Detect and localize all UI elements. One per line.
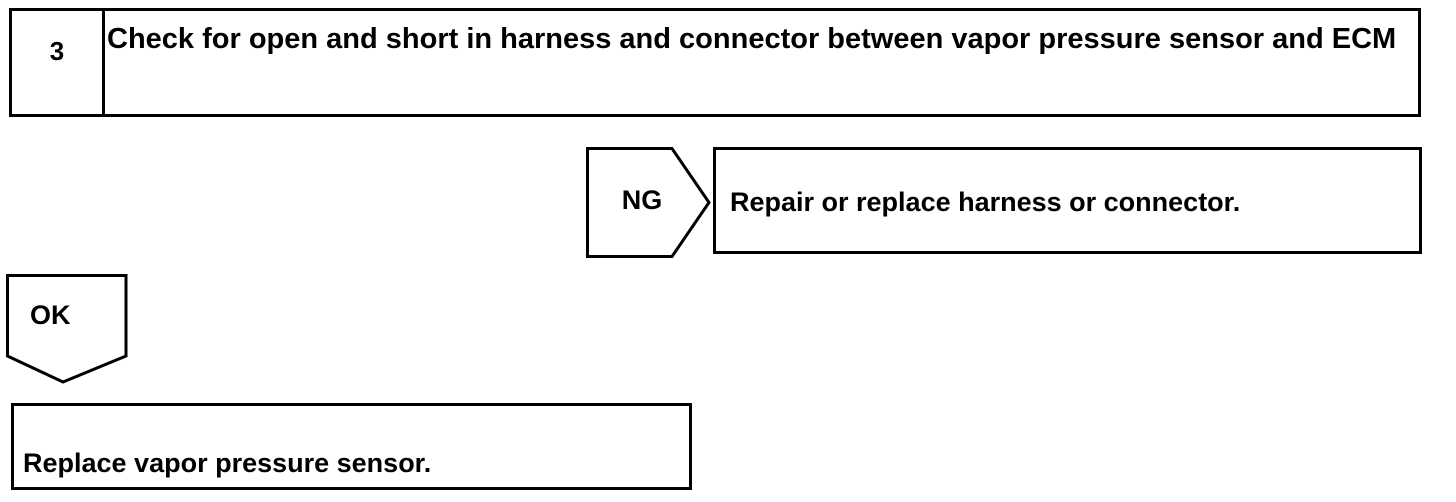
- ng-action-box: Repair or replace harness or connector.: [713, 147, 1422, 254]
- ng-label: NG: [621, 185, 663, 215]
- step-number: 3: [49, 36, 65, 66]
- ok-arrow-shape: [6, 274, 128, 384]
- step-box: 3: [9, 8, 1421, 117]
- ng-arrow-shape: [586, 147, 711, 258]
- step-title: Check for open and short in harness and …: [107, 23, 1397, 55]
- ng-action-text: Repair or replace harness or connector.: [730, 187, 1241, 217]
- step-number-cell: 3: [12, 11, 105, 114]
- ok-label: OK: [30, 300, 71, 330]
- result-action-box: Replace vapor pressure sensor.: [11, 403, 692, 490]
- result-action-text: Replace vapor pressure sensor.: [23, 448, 432, 478]
